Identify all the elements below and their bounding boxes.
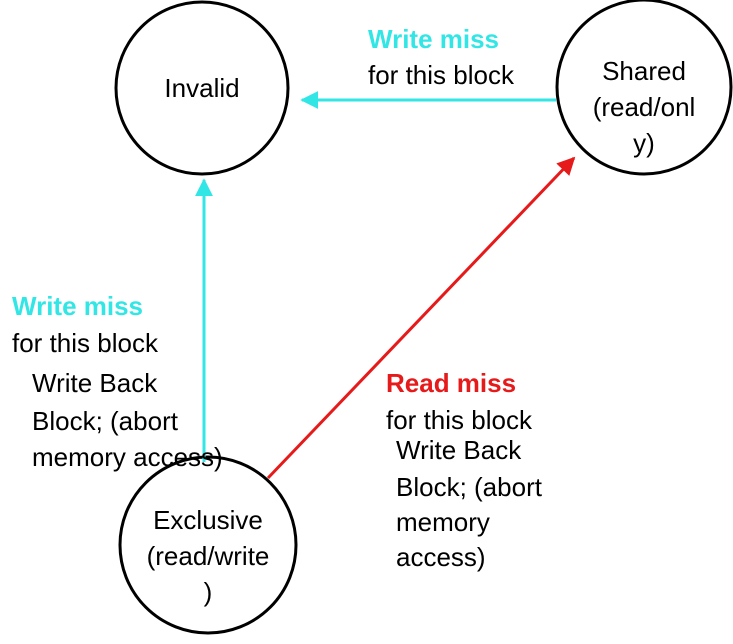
exclusive-to-invalid-event: Write miss: [12, 291, 144, 321]
state-shared-label: Shared (read/onl y): [574, 53, 714, 161]
state-shared-circle: [555, 0, 733, 176]
exclusive-to-shared-event: Read miss: [386, 368, 517, 398]
state-shared-line-1: Shared: [602, 56, 686, 86]
state-exclusive-circle: [118, 455, 298, 635]
exclusive-to-invalid-action-line-1: Write Back: [32, 368, 158, 398]
exclusive-to-shared-action-line-1: Write Back: [396, 435, 522, 465]
state-shared-line-3: y): [633, 128, 655, 158]
exclusive-to-invalid-detail: for this block: [12, 328, 158, 358]
exclusive-to-shared-detail: for this block: [386, 405, 532, 435]
exclusive-to-invalid-action-line-2: Block; (abort: [32, 406, 178, 436]
state-exclusive-line-3: ): [203, 577, 213, 607]
state-exclusive-label: Exclusive (read/write ): [133, 502, 283, 610]
state-exclusive-line-2: (read/write: [146, 541, 270, 571]
state-invalid-label: Invalid: [164, 73, 240, 103]
state-shared-line-2: (read/onl: [592, 92, 696, 122]
shared-to-invalid-detail: for this block: [368, 60, 514, 90]
exclusive-to-shared-action-line-3: memory: [396, 507, 490, 537]
exclusive-to-shared-action-line-2: Block; (abort: [396, 472, 542, 502]
exclusive-to-invalid-action-line-3: memory access): [32, 442, 223, 472]
state-exclusive-line-1: Exclusive: [153, 505, 263, 535]
shared-to-invalid-event: Write miss: [368, 24, 500, 54]
state-invalid-circle: [114, 0, 290, 176]
exclusive-to-shared-action-line-4: access): [396, 542, 486, 572]
transition-arrow-exclusive-to-shared: [266, 156, 576, 480]
